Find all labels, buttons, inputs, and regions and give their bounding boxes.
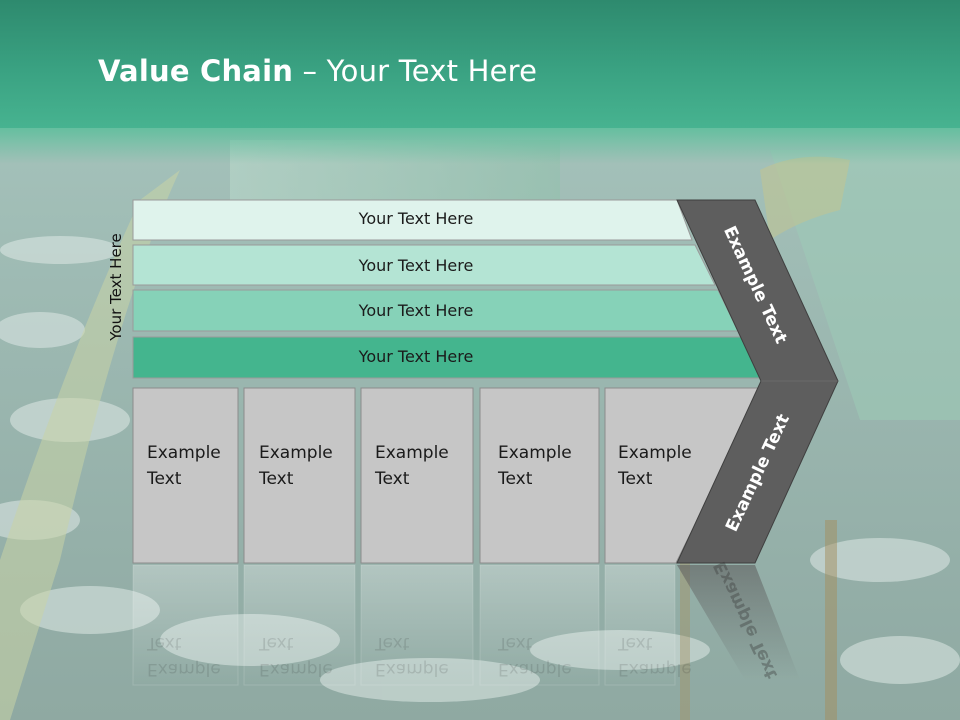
- chevron-reflection: [677, 565, 800, 680]
- column-2-line1: Example: [259, 443, 333, 463]
- band-label-2: Your Text Here: [358, 256, 474, 275]
- column-1-line2: Text: [147, 469, 182, 489]
- column-label-3-reflection: Example Text: [375, 630, 449, 682]
- column-5: [604, 387, 763, 564]
- band-label-3: Your Text Here: [358, 301, 474, 320]
- column-1-line2-reflection: Text: [147, 633, 182, 653]
- column-2-line2-reflection: Text: [259, 633, 294, 653]
- column-label-1-reflection: Example Text: [147, 630, 221, 682]
- band-2: [132, 244, 716, 286]
- column-4-line2-reflection: Text: [498, 633, 533, 653]
- title-bar-fade: [0, 128, 960, 164]
- slide-title-rest: – Your Text Here: [293, 54, 538, 88]
- slide-title-bold: Value Chain: [98, 54, 294, 88]
- band-label-4: Your Text Here: [358, 347, 474, 366]
- column-label-2-reflection: Example Text: [259, 630, 333, 682]
- column-3-line1-reflection: Example: [375, 659, 449, 679]
- column-1-line1-reflection: Example: [147, 659, 221, 679]
- columns-reflection: [132, 564, 676, 686]
- slide-title: Value Chain – Your Text Here: [98, 54, 537, 88]
- column-3-line2: Text: [375, 469, 410, 489]
- column-5-line1-reflection: Example: [618, 659, 692, 679]
- column-1: [132, 387, 239, 564]
- band-1: [132, 199, 693, 241]
- column-4-line1-reflection: Example: [498, 659, 572, 679]
- column-1-line1: Example: [147, 443, 221, 463]
- column-3-line2-reflection: Text: [375, 633, 410, 653]
- column-label-4-reflection: Example Text: [498, 630, 572, 682]
- column-4: [479, 387, 600, 564]
- column-2-line2: Text: [259, 469, 294, 489]
- column-5-line2-reflection: Text: [618, 633, 653, 653]
- column-3-line1: Example: [375, 443, 449, 463]
- column-2-line1-reflection: Example: [259, 659, 333, 679]
- column-5-line2: Text: [618, 469, 653, 489]
- column-5-line1: Example: [618, 443, 692, 463]
- column-label-5-reflection: Example Text: [618, 630, 692, 682]
- title-bar: [0, 0, 960, 128]
- band-label-1: Your Text Here: [358, 209, 474, 228]
- column-4-line2: Text: [498, 469, 533, 489]
- column-4-line1: Example: [498, 443, 572, 463]
- column-3: [360, 387, 474, 564]
- column-2: [243, 387, 356, 564]
